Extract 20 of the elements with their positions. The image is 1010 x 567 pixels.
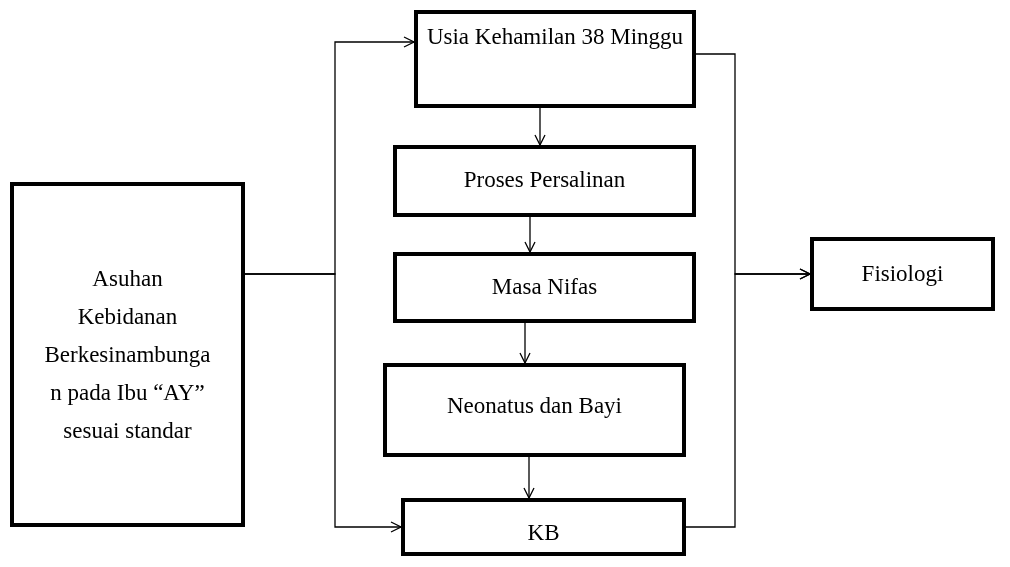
arrow [524,216,536,253]
box-label: KB [526,519,561,547]
arrow [244,273,402,533]
box-label: Neonatus dan Bayi [446,392,623,420]
process-box [383,363,686,457]
arrow [523,456,535,499]
box-label: Asuhan Kebidanan Berkesinambungan pada Ibu “AY” sesuai standar [43,264,212,445]
process-box [414,10,696,108]
process-box [810,237,995,311]
process-box [401,498,686,556]
arrow [534,107,546,146]
box-label: Masa Nifas [490,273,599,301]
process-box [10,182,245,527]
box-label: Proses Persalinan [462,166,627,194]
arrow [519,322,531,364]
box-label: Usia Kehamilan 38 Minggu [425,23,685,51]
arrow [685,268,811,528]
box-label: Fisiologi [860,260,945,288]
process-box [393,252,696,323]
process-box [393,145,696,217]
